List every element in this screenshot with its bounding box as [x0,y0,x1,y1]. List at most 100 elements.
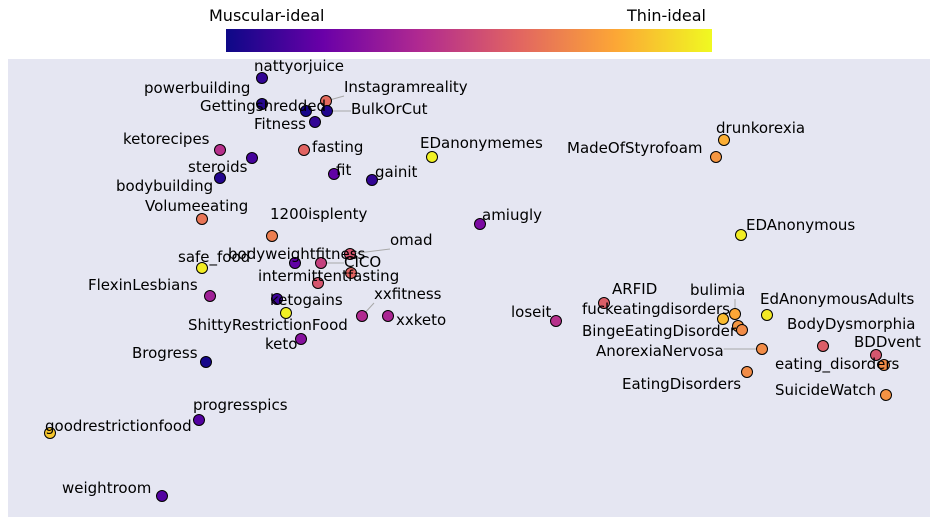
point-label: ketorecipes [123,130,210,148]
scatter-point [266,230,278,242]
point-label: safe_food [178,248,250,267]
scatter-point [196,213,208,225]
scatter-point [598,297,610,309]
point-label: BingeEatingDisorder [582,322,737,340]
point-label: 1200isplenty [270,205,367,223]
scatter-point [315,257,327,269]
point-label: weightroom [62,479,151,497]
point-label: gainit [375,163,418,181]
point-label: SuicideWatch [775,381,876,399]
scatter-point [298,144,310,156]
point-label: Instagramreality [344,78,468,96]
point-label: drunkorexia [716,119,805,137]
scatter-point [356,310,368,322]
scatter-point [870,349,882,361]
point-label: ARFID [612,280,657,298]
scatter-point [44,427,56,439]
data-points [44,72,892,502]
point-label: BDDvent [854,333,921,351]
point-label: EdAnonymousAdults [760,290,915,308]
point-label: EDAnonymous [746,216,855,234]
point-label: xxketo [396,311,446,329]
scatter-point [309,116,321,128]
point-label: fit [336,161,351,179]
point-label: bulimia [690,281,745,299]
scatter-point [312,277,324,289]
point-label: progresspics [193,396,288,414]
scatter-point [756,343,768,355]
scatter-point [736,324,748,336]
scatter-point [256,72,268,84]
scatter-point [718,134,730,146]
point-label: bodyweightfitness [228,245,366,263]
scatter-point [710,151,722,163]
scatter-point [280,307,292,319]
scatter-point [741,366,753,378]
point-label: powerbuilding [144,79,250,97]
point-label: steroids [188,158,248,176]
scatter-point [204,290,216,302]
scatter-point [761,309,773,321]
scatter-point [382,310,394,322]
scatter-point [344,248,356,260]
point-label: keto [265,335,297,353]
scatter-point [321,105,333,117]
colorbar [226,29,712,52]
scatter-point [345,267,357,279]
point-label: Volumeeating [145,197,248,215]
scatter-point [256,98,268,110]
scatter-point [735,229,747,241]
scatter-point [295,333,307,345]
plot-area [8,59,930,517]
point-label: Brogress [132,344,198,362]
point-label: goodrestrictionfood [45,417,192,435]
leader-line [349,248,391,255]
point-label: MadeOfStyrofoam [567,139,703,157]
scatter-point [214,144,226,156]
point-label: AnorexiaNervosa [596,342,724,360]
scatter-point [300,105,312,117]
point-label: ketogains [270,291,343,309]
scatter-point [193,414,205,426]
scatter-point [156,490,168,502]
point-label: FlexinLesbians [88,276,198,294]
point-label: fuckeatingdisorders [582,300,730,318]
scatter-point [729,308,741,320]
scatter-point [328,168,340,180]
point-label: fasting [312,138,363,156]
point-label: loseit [511,303,552,321]
scatter-point [817,340,829,352]
point-label: omad [390,231,433,249]
point-label: nattyorjuice [254,57,344,75]
point-label: intermittentfasting [258,267,399,285]
scatter-point [200,356,212,368]
point-label: Fitness [254,115,306,133]
point-label: xxfitness [374,285,442,303]
scatter-point [366,174,378,186]
point-label: BodyDysmorphia [787,315,915,333]
point-label: CICO [344,253,381,271]
point-label: eating_disorders [775,355,899,374]
scatter-point [214,172,226,184]
colorbar-left-label: Muscular-ideal [209,6,325,25]
scatter-point [289,257,301,269]
point-label: Gettingshredded [200,97,326,115]
scatter-point [426,151,438,163]
scatter-point [474,218,486,230]
point-label: EDanonymemes [420,134,543,152]
point-label: EatingDisorders [622,375,741,393]
scatter-point [878,359,890,371]
point-label: amiugly [482,206,542,224]
point-label: bodybuilding [116,177,213,195]
scatter-point [880,389,892,401]
colorbar-right-label: Thin-ideal [626,6,706,25]
scatter-point [550,315,562,327]
point-label: ShittyRestrictionFood [188,316,348,334]
scatter-point [717,313,729,325]
scatter-point [196,262,208,274]
scatter-point [271,293,283,305]
point-label: BulkOrCut [351,100,428,118]
scatter-point [246,152,258,164]
